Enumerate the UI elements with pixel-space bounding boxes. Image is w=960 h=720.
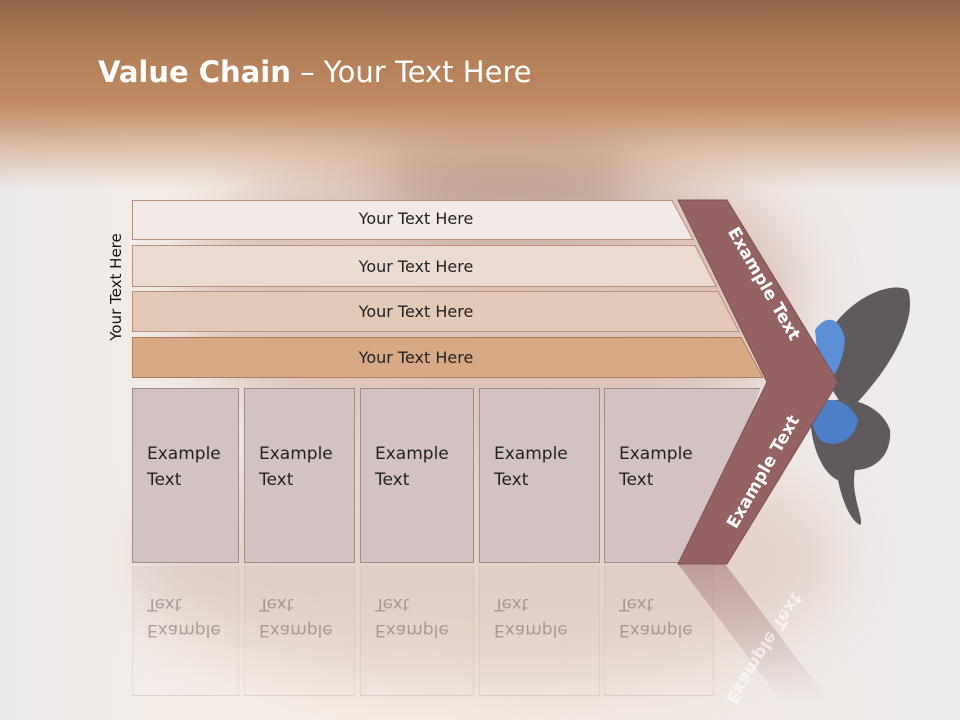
header-band <box>0 0 960 190</box>
band-shape <box>132 291 740 332</box>
box-line2: Text <box>619 470 654 490</box>
box-line1: Example <box>494 444 568 464</box>
box-line1: Example <box>375 444 449 464</box>
box-line2: Text <box>494 470 529 490</box>
box-line1: Example <box>259 444 333 464</box>
box-line2: Text <box>147 470 182 490</box>
band-label: Your Text Here <box>358 256 474 276</box>
butterfly-icon <box>810 287 911 525</box>
band-label: Your Text Here <box>358 302 474 321</box>
box-line2: Text <box>259 470 294 490</box>
box-line1: Example <box>619 444 693 464</box>
title-rest: – Your Text Here <box>290 55 532 89</box>
box-line1: Example <box>147 444 221 464</box>
band-row: Your Text Here <box>132 200 694 240</box>
band-row: Your Text Here <box>132 291 740 332</box>
title-bold: Value Chain <box>98 55 291 89</box>
band-shape <box>132 245 717 287</box>
slide-title: Value Chain – Your Text Here <box>98 55 532 89</box>
band-shape <box>132 337 764 378</box>
band-label: Your Text Here <box>358 348 474 367</box>
band-shape <box>132 200 694 240</box>
band-label: Your Text Here <box>358 208 474 228</box>
box-line2: Text <box>375 470 410 490</box>
band-row: Your Text Here <box>132 337 764 378</box>
band-row: Your Text Here <box>132 245 717 287</box>
chevron-reflection <box>678 564 830 702</box>
